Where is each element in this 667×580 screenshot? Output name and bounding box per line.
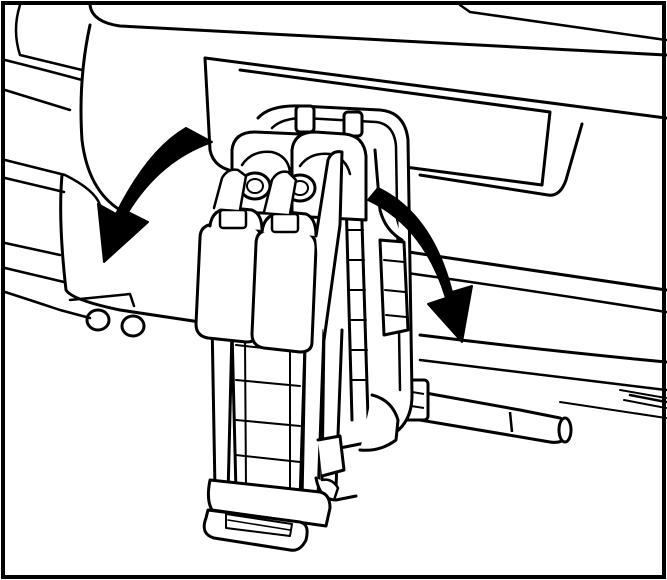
bumper-right-2 [398,270,667,314]
side-plate-lines [383,259,407,318]
holder-back-left-arch [240,150,292,174]
bumper-line-1 [3,241,62,257]
rotation-arrows [97,127,473,343]
tray-base [206,478,332,528]
exhaust-pipe-2 [120,314,146,338]
lower-right-bracket [358,393,400,452]
bumper-line-2 [3,266,66,284]
body-line-2 [3,88,72,112]
curved-arrow-left-icon [97,127,213,263]
left-pillar [14,3,84,72]
bumper-right-5 [559,401,667,419]
tailgate-left-edge [79,23,122,212]
bumper-reflector-1 [628,393,667,404]
body-line-4 [3,176,66,194]
right-side-plate [378,238,410,337]
curved-arrow-right-icon [367,187,473,343]
holder-front-right [250,228,318,354]
vehicle-rear [3,3,667,419]
bumper-left [59,173,202,324]
tray-side-clip [320,478,340,502]
top-handle-left [294,104,316,134]
bumper-right-4 [418,358,667,392]
strap-buckle-left [218,208,248,230]
strap-buckle-right [270,212,300,234]
top-handle-right [342,110,364,138]
bumper-reflector-2 [619,389,667,409]
hub-left-inner [246,178,264,194]
holder-arm-left [212,168,248,212]
plate-recess-right [418,122,584,197]
tow-bar-end [557,416,573,444]
plate-recess-top [203,56,667,120]
bumper-line-3 [3,290,92,320]
licence-plate [238,68,552,187]
body-line-3 [3,158,102,207]
holder-side-bar [314,150,344,342]
folded-tray [194,150,358,552]
bumper-right-3 [418,333,667,364]
tray-rail-left [230,328,307,502]
exhaust-pipe-1 [85,308,111,332]
tray-rail-left-outer [210,318,234,497]
wheel-holders [230,130,368,222]
holder-arm-right [262,170,298,216]
tray-foot-grip-line [227,519,291,531]
body-line-1 [3,58,84,82]
window-edge [458,3,667,42]
bumper-notch [68,292,136,308]
tray-lower-joint [316,434,346,478]
tow-bar-ring [508,411,514,433]
tailgate-top-edge [88,3,667,57]
tray-inner-lines [244,339,291,496]
